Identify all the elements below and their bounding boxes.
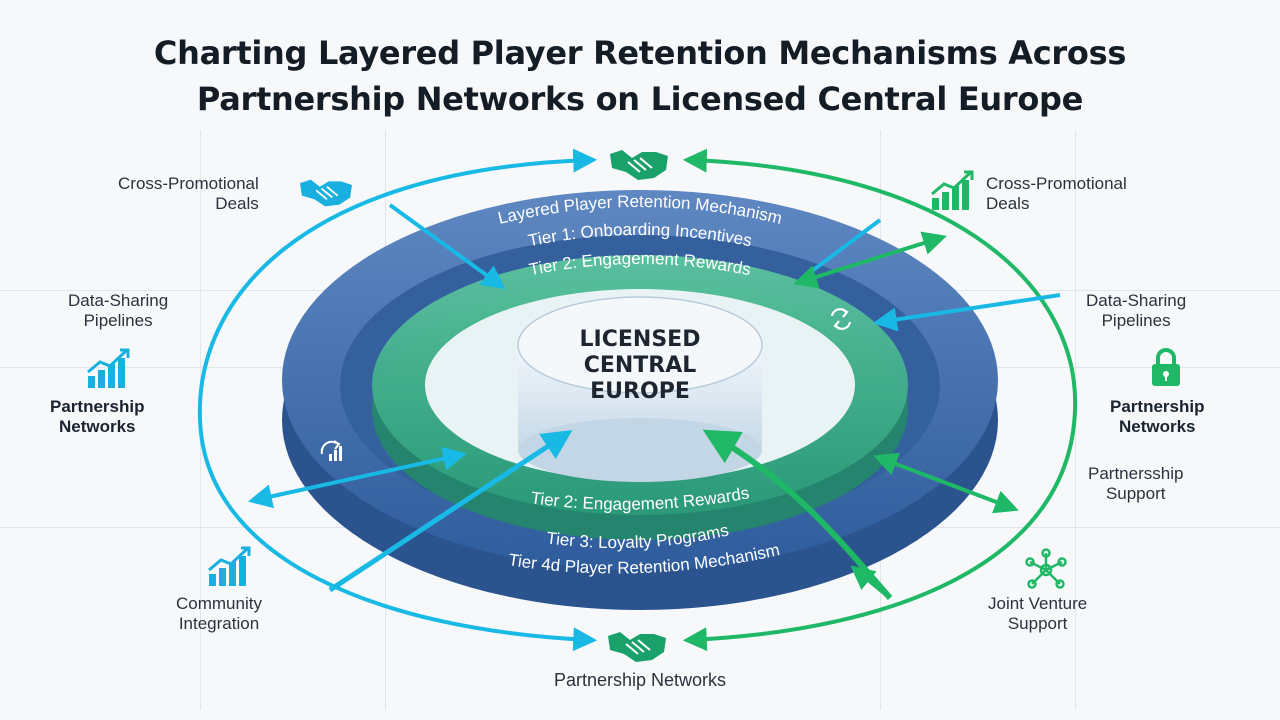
cyan-connector bbox=[328, 430, 573, 593]
handshake-icon bbox=[300, 179, 352, 207]
left-cross-promo-label: Cross-Promotional Deals bbox=[118, 174, 259, 213]
left-community-label: Community Integration bbox=[176, 594, 262, 633]
right-cross-promo-label: Cross-Promotional Deals bbox=[986, 174, 1127, 213]
cyan-orbit-arc bbox=[197, 148, 598, 652]
right-data-sharing-label: Data-Sharing Pipelines bbox=[1086, 291, 1187, 330]
green-connector bbox=[793, 231, 947, 289]
right-support-label: Partnersship Support bbox=[1088, 464, 1184, 503]
cyan-connector bbox=[247, 446, 468, 509]
refresh-chart-icon bbox=[320, 440, 342, 461]
green-connector bbox=[850, 565, 892, 600]
lock-icon bbox=[1152, 348, 1180, 386]
bottom-partnership-label: Partnership Networks bbox=[553, 670, 727, 690]
growth-chart-icon bbox=[208, 546, 251, 586]
left-partnership-label: Partnership Networks bbox=[50, 397, 145, 436]
network-icon bbox=[1025, 548, 1067, 589]
growth-chart-icon bbox=[931, 170, 974, 210]
cyan-connector bbox=[872, 293, 1061, 332]
core-line-3: EUROPE bbox=[590, 379, 690, 404]
green-orbit-arc bbox=[682, 148, 1078, 652]
handshake-icon bbox=[610, 150, 668, 180]
handshake-icon bbox=[608, 632, 666, 662]
right-joint-venture-label: Joint Venture Support bbox=[988, 594, 1088, 633]
title-line-2: Partnership Networks on Licensed Central… bbox=[196, 80, 1084, 118]
page-title: Charting Layered Player Retention Mechan… bbox=[0, 30, 1280, 122]
growth-chart-icon bbox=[87, 348, 130, 388]
core-line-1: LICENSED bbox=[580, 327, 701, 352]
green-connector bbox=[873, 452, 1019, 514]
refresh-icon bbox=[830, 308, 852, 330]
title-line-1: Charting Layered Player Retention Mechan… bbox=[153, 34, 1127, 72]
right-partnership-label: Partnership Networks bbox=[1110, 397, 1205, 436]
left-data-sharing-label: Data-Sharing Pipelines bbox=[68, 291, 169, 330]
cyan-connector bbox=[388, 203, 506, 290]
core-line-2: CENTRAL bbox=[584, 353, 697, 378]
